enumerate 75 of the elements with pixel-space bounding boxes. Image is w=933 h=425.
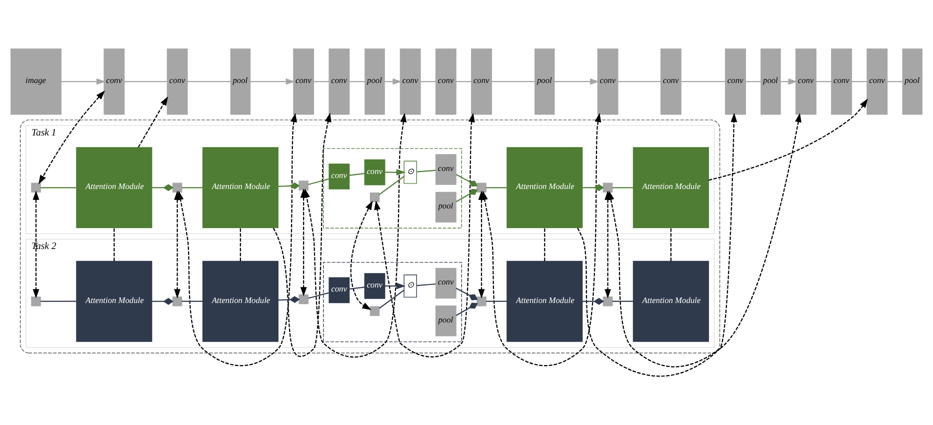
connector [456,302,478,316]
connector [40,187,76,188]
cluster [323,148,462,228]
connector [349,81,365,82]
connector [582,298,604,305]
cluster [20,120,720,354]
connector [486,300,507,302]
arrow [138,96,168,148]
arrow [384,282,406,290]
connector [618,81,661,82]
node-box [298,294,308,304]
arrow [300,188,307,296]
node-box [298,180,308,190]
arrow [374,112,475,358]
connector [314,81,329,82]
connector [670,228,672,262]
connector [456,81,472,82]
connector [852,81,867,82]
connector [379,176,404,195]
node-box [602,296,613,306]
connector [114,228,115,262]
connector [308,292,329,299]
connector [612,300,633,302]
connector [188,81,231,82]
arrow [38,90,105,184]
arrow [577,112,738,377]
node-box [476,296,486,306]
connector [544,228,546,262]
connector [152,298,174,305]
connector [681,81,726,82]
node-box [370,192,380,202]
arrow [61,78,106,85]
arrow [554,78,600,85]
connector [379,290,404,309]
node-box [602,182,613,193]
connector [124,81,168,82]
connector [40,300,76,302]
connector [420,81,436,82]
arrow [350,200,373,310]
arrow [384,169,406,176]
connector [240,228,241,262]
connector [456,174,478,187]
arrow [174,190,181,298]
cluster [323,262,462,342]
connector [416,170,436,172]
connector [182,187,202,188]
connector [746,81,761,82]
arrow [250,78,296,85]
node-box [31,182,41,193]
arrow [272,112,332,356]
node-box [172,182,182,193]
connector [416,283,436,286]
arrow [478,190,485,298]
connector [278,296,300,303]
connector [582,184,604,192]
node-box [31,296,41,306]
connector [349,286,365,290]
arrow [32,190,40,298]
connector [456,188,478,202]
connector [182,300,202,302]
connector [612,187,633,188]
connector [887,81,902,82]
node-box [172,296,182,306]
connector [816,81,832,82]
arrow [708,98,868,181]
connector [308,178,329,186]
connector [456,288,478,300]
node-box [476,182,486,193]
connector [152,184,174,192]
connector [278,182,300,190]
connector [492,81,535,82]
arrow [604,190,612,298]
connector [349,172,365,176]
connector [486,187,507,188]
node-box [370,306,380,316]
